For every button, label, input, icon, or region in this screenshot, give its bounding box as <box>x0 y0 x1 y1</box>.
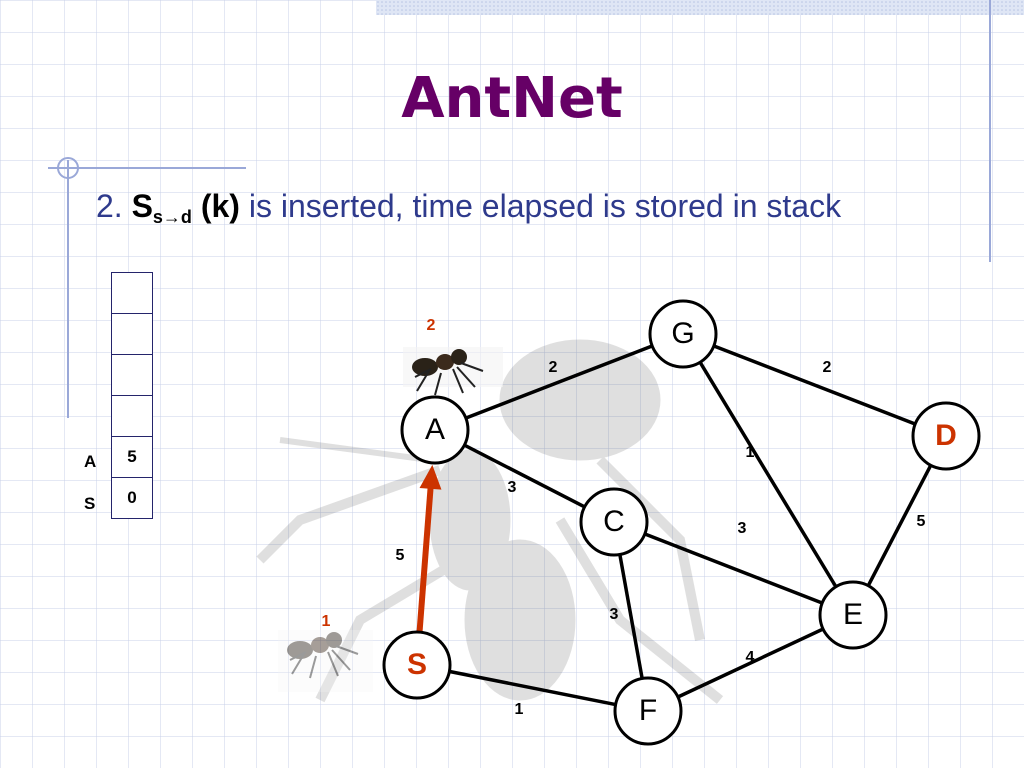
graph-node-c: C <box>579 487 649 557</box>
edge-s-f <box>416 663 649 713</box>
stack-row <box>111 395 153 437</box>
slide-title: AntNet <box>401 66 623 131</box>
stack-cell <box>111 354 153 396</box>
graph-node-e: E <box>818 580 888 650</box>
stack-row: 0 <box>111 477 153 519</box>
edge-weight-g-d: 2 <box>823 359 832 376</box>
memory-stack: 5 0 <box>111 272 153 519</box>
stack-cell <box>111 395 153 437</box>
graph-node-f: F <box>613 676 683 746</box>
edge-weight-c-e: 3 <box>738 520 747 537</box>
edge-weight-s-f: 1 <box>515 701 524 718</box>
arrowhead-icon <box>419 464 442 490</box>
node-label: C <box>603 505 625 538</box>
ant-number-label: 1 <box>322 613 331 630</box>
ant-icon <box>278 630 373 692</box>
graph-node-d: D <box>911 401 981 471</box>
edge-weight-f-e: 4 <box>746 649 755 666</box>
edge-g-e <box>681 333 855 616</box>
edge-weight-g-e: 1 <box>746 444 755 461</box>
node-label: E <box>843 598 863 631</box>
node-label: D <box>935 419 957 452</box>
edge-weight-d-e: 5 <box>917 513 926 530</box>
stack-row <box>111 272 153 314</box>
ant-watermark-image <box>256 339 724 704</box>
graph-node-a: A <box>400 395 470 465</box>
graph-node-g: G <box>648 299 718 369</box>
bullet-number: 2. <box>96 188 123 224</box>
edge-weight-s-a: 5 <box>396 547 405 564</box>
edge-weight-c-f: 3 <box>610 606 619 623</box>
edge-c-e <box>613 520 854 617</box>
edge-g-d <box>682 332 947 438</box>
bullet-text: is inserted, time elapsed is stored in s… <box>248 188 842 224</box>
node-label: A <box>425 413 445 446</box>
stack-node-label: A <box>84 452 97 471</box>
edge-f-e <box>647 613 854 713</box>
edge-weight-a-g: 2 <box>549 359 558 376</box>
ant-subscript: s→d <box>152 207 192 227</box>
edge-a-g <box>434 332 684 432</box>
stack-cell <box>111 272 153 314</box>
stack-cell <box>111 313 153 355</box>
stack-node-label: S <box>84 494 96 513</box>
stack-row <box>111 354 153 396</box>
rule-circle <box>57 157 79 179</box>
node-label: G <box>671 317 694 350</box>
node-label: F <box>639 694 657 727</box>
bullet-point: 2. Ss→d (k) is inserted, time elapsed is… <box>96 188 842 227</box>
ant-icon <box>403 347 503 396</box>
top-banner-strip <box>376 0 1024 15</box>
stack-cell: 0 <box>111 477 153 519</box>
graph-node-s: S <box>382 630 452 700</box>
edge-weight-a-c: 3 <box>508 479 517 496</box>
ant-number-label: 2 <box>427 317 436 334</box>
ant-symbol: S <box>131 188 153 224</box>
ant-argument: (k) <box>200 188 240 224</box>
node-label: S <box>407 648 427 681</box>
stack-row <box>111 313 153 355</box>
path-arrow-s-a <box>416 484 434 633</box>
